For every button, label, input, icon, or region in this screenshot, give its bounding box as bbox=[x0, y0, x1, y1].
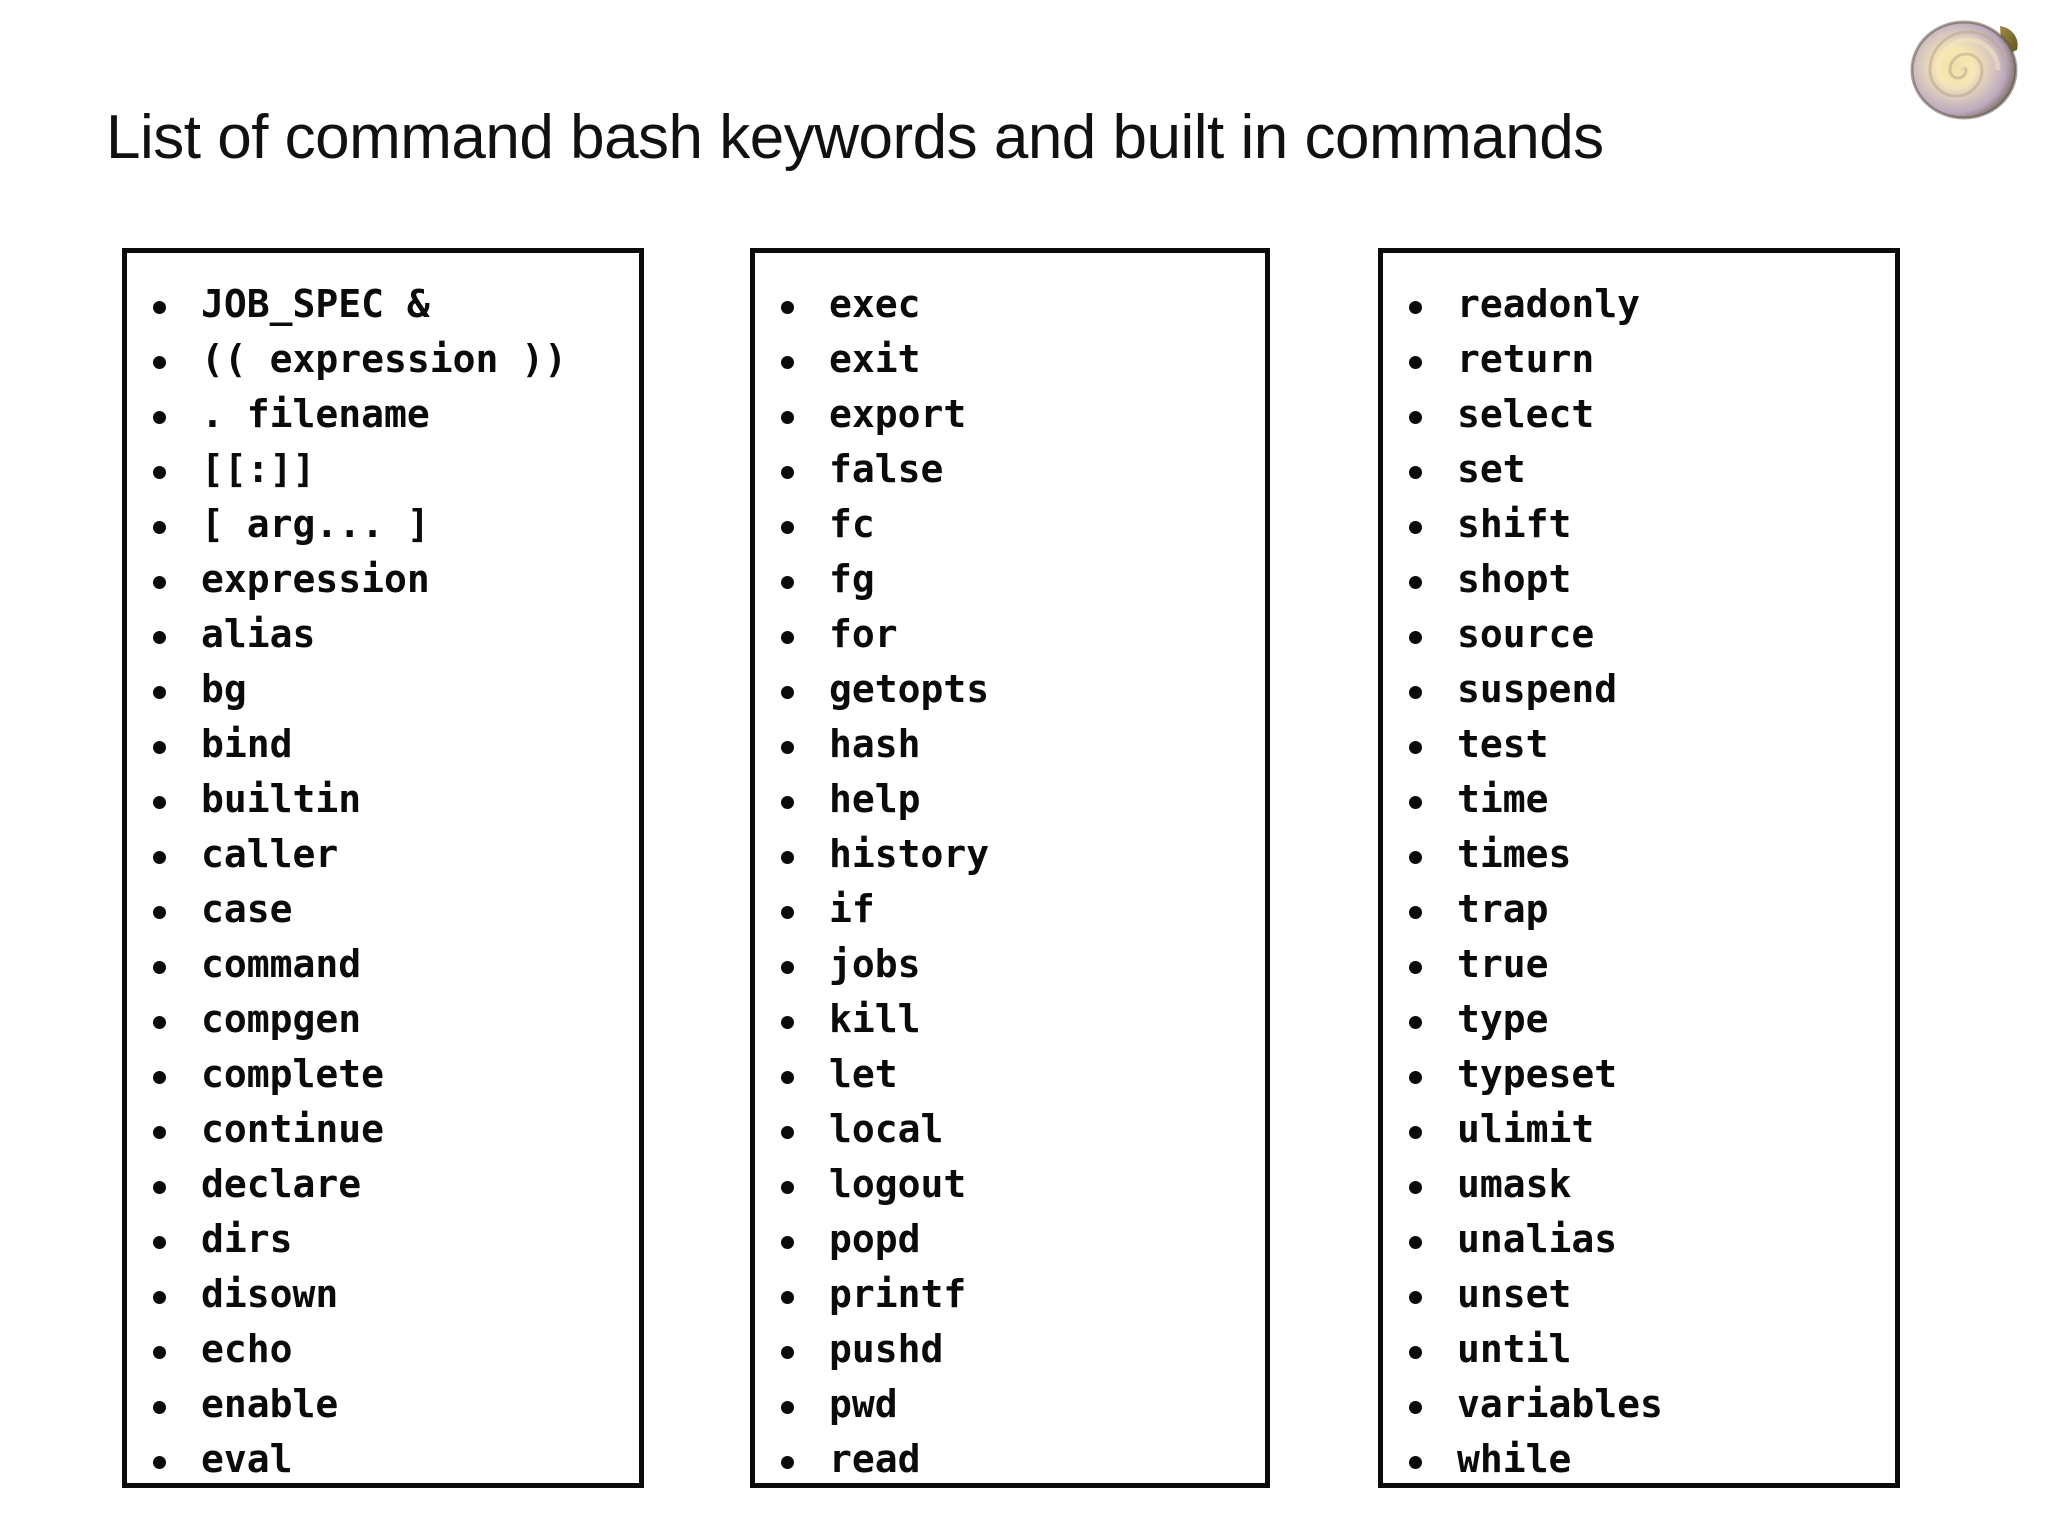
list-item: exit bbox=[755, 332, 1265, 387]
list-item: help bbox=[755, 772, 1265, 827]
list-item: kill bbox=[755, 992, 1265, 1047]
list-item: (( expression )) bbox=[127, 332, 639, 387]
list-item: logout bbox=[755, 1157, 1265, 1212]
list-item: popd bbox=[755, 1212, 1265, 1267]
keyword-column-3: readonly return select set shift shopt s… bbox=[1378, 248, 1900, 1488]
list-item: ulimit bbox=[1383, 1102, 1895, 1157]
list-item: true bbox=[1383, 937, 1895, 992]
list-item: unalias bbox=[1383, 1212, 1895, 1267]
list-item: [ arg... ] bbox=[127, 497, 639, 552]
list-item: set bbox=[1383, 442, 1895, 497]
list-item: complete bbox=[127, 1047, 639, 1102]
keyword-list-1: JOB_SPEC & (( expression )) . filename [… bbox=[127, 253, 639, 1487]
list-item: enable bbox=[127, 1377, 639, 1432]
keyword-list-2: exec exit export false fc fg for getopts… bbox=[755, 253, 1265, 1487]
list-item: readonly bbox=[1383, 277, 1895, 332]
list-item: printf bbox=[755, 1267, 1265, 1322]
list-item: shopt bbox=[1383, 552, 1895, 607]
list-item: bg bbox=[127, 662, 639, 717]
list-item: continue bbox=[127, 1102, 639, 1157]
nautilus-spiral-logo-icon bbox=[1904, 8, 2034, 128]
list-item: pwd bbox=[755, 1377, 1265, 1432]
keyword-column-2: exec exit export false fc fg for getopts… bbox=[750, 248, 1270, 1488]
list-item: read bbox=[755, 1432, 1265, 1487]
list-item: return bbox=[1383, 332, 1895, 387]
list-item: unset bbox=[1383, 1267, 1895, 1322]
list-item: let bbox=[755, 1047, 1265, 1102]
list-item: compgen bbox=[127, 992, 639, 1047]
list-item: alias bbox=[127, 607, 639, 662]
list-item: fg bbox=[755, 552, 1265, 607]
list-item: time bbox=[1383, 772, 1895, 827]
list-item: variables bbox=[1383, 1377, 1895, 1432]
list-item: while bbox=[1383, 1432, 1895, 1487]
list-item: [[:]] bbox=[127, 442, 639, 497]
list-item: caller bbox=[127, 827, 639, 882]
keyword-list-3: readonly return select set shift shopt s… bbox=[1383, 253, 1895, 1487]
list-item: jobs bbox=[755, 937, 1265, 992]
list-item: source bbox=[1383, 607, 1895, 662]
list-item: command bbox=[127, 937, 639, 992]
list-item: suspend bbox=[1383, 662, 1895, 717]
list-item: times bbox=[1383, 827, 1895, 882]
list-item: declare bbox=[127, 1157, 639, 1212]
list-item: pushd bbox=[755, 1322, 1265, 1377]
list-item: builtin bbox=[127, 772, 639, 827]
keyword-column-1: JOB_SPEC & (( expression )) . filename [… bbox=[122, 248, 644, 1488]
list-item: trap bbox=[1383, 882, 1895, 937]
list-item: for bbox=[755, 607, 1265, 662]
list-item: dirs bbox=[127, 1212, 639, 1267]
list-item: typeset bbox=[1383, 1047, 1895, 1102]
list-item: case bbox=[127, 882, 639, 937]
list-item: . filename bbox=[127, 387, 639, 442]
list-item: shift bbox=[1383, 497, 1895, 552]
list-item: getopts bbox=[755, 662, 1265, 717]
list-item: echo bbox=[127, 1322, 639, 1377]
list-item: fc bbox=[755, 497, 1265, 552]
list-item: JOB_SPEC & bbox=[127, 277, 639, 332]
list-item: disown bbox=[127, 1267, 639, 1322]
list-item: history bbox=[755, 827, 1265, 882]
list-item: if bbox=[755, 882, 1265, 937]
list-item: umask bbox=[1383, 1157, 1895, 1212]
list-item: export bbox=[755, 387, 1265, 442]
list-item: bind bbox=[127, 717, 639, 772]
list-item: hash bbox=[755, 717, 1265, 772]
list-item: until bbox=[1383, 1322, 1895, 1377]
list-item: type bbox=[1383, 992, 1895, 1047]
list-item: test bbox=[1383, 717, 1895, 772]
page-title: List of command bash keywords and built … bbox=[106, 102, 1604, 172]
list-item: select bbox=[1383, 387, 1895, 442]
list-item: eval bbox=[127, 1432, 639, 1487]
list-item: false bbox=[755, 442, 1265, 497]
list-item: exec bbox=[755, 277, 1265, 332]
list-item: local bbox=[755, 1102, 1265, 1157]
list-item: expression bbox=[127, 552, 639, 607]
